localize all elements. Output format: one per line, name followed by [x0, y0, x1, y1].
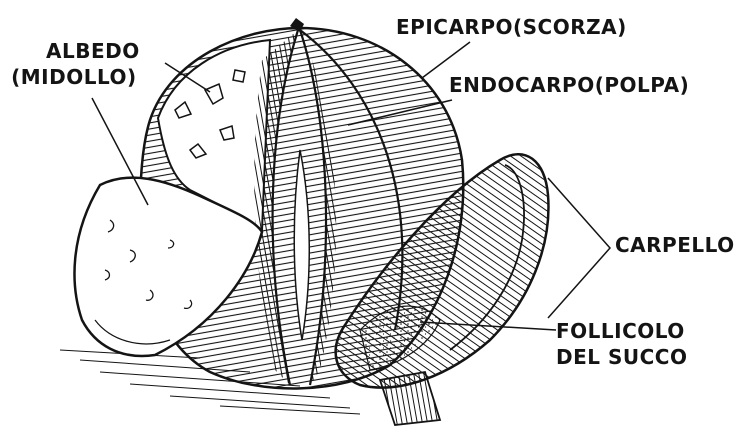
label-follicolo-line2: DEL SUCCO: [556, 344, 687, 370]
label-albedo: ALBEDO (MIDOLLO): [46, 38, 140, 90]
label-carpello-text: CARPELLO: [615, 232, 735, 258]
label-follicolo-line1: FOLLICOLO: [556, 318, 687, 344]
label-albedo-line1: ALBEDO: [46, 38, 140, 64]
label-follicolo: FOLLICOLO DEL SUCCO: [556, 318, 687, 370]
label-endocarpo-text: ENDOCARPO(POLPA): [449, 72, 689, 98]
label-albedo-line2: (MIDOLLO): [8, 64, 140, 90]
label-epicarpo: EPICARPO(SCORZA): [396, 14, 627, 40]
label-epicarpo-text: EPICARPO(SCORZA): [396, 14, 627, 40]
label-endocarpo: ENDOCARPO(POLPA): [449, 72, 689, 98]
label-carpello: CARPELLO: [615, 232, 735, 258]
bracket-carpello: [548, 178, 610, 318]
